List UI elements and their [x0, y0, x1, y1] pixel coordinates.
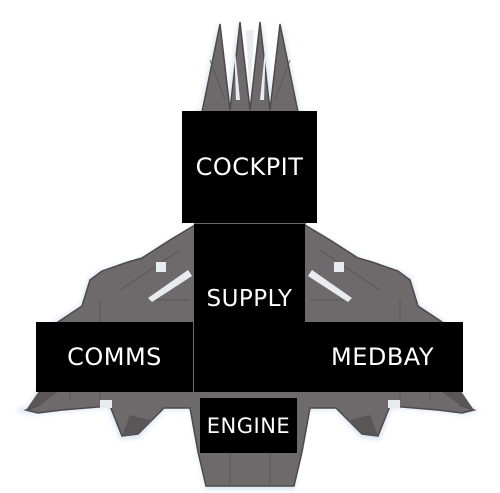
room-comms-label: COMMS	[67, 343, 162, 371]
room-comms[interactable]: COMMS	[36, 322, 193, 392]
room-engine-label: ENGINE	[206, 413, 291, 438]
room-supply[interactable]: SUPPLY	[194, 224, 305, 392]
room-cockpit[interactable]: COCKPIT	[182, 111, 317, 223]
room-engine[interactable]: ENGINE	[200, 398, 297, 453]
room-medbay-label: MEDBAY	[330, 343, 435, 371]
room-medbay[interactable]: MEDBAY	[302, 322, 463, 392]
room-cockpit-label: COCKPIT	[195, 153, 304, 181]
hull-windows	[100, 30, 400, 408]
room-supply-label: SUPPLY	[206, 286, 293, 312]
